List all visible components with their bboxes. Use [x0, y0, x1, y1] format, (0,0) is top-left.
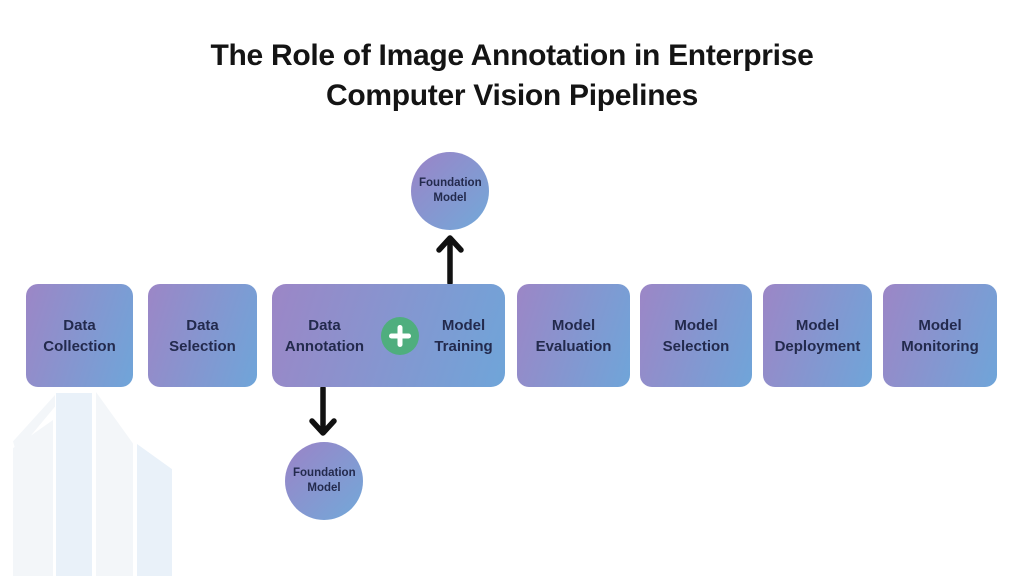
stage-label: Data Collection [43, 316, 116, 355]
stage-box-data-collection: Data Collection [26, 284, 133, 387]
stage-box-annotation-training: Data Annotation Model Training [272, 284, 505, 387]
plus-icon [380, 316, 419, 355]
stage-box-data-selection: Data Selection [148, 284, 257, 387]
stage-label-data-annotation: Data Annotation [284, 316, 365, 355]
foundation-model-label: Foundation Model [293, 467, 356, 494]
stage-label: Model Deployment [774, 316, 861, 355]
foundation-model-node-top: Foundation Model [411, 152, 489, 230]
arrow-up-icon [432, 233, 468, 292]
stage-box-model-evaluation: Model Evaluation [517, 284, 630, 387]
watermark-bar [56, 393, 92, 576]
stage-label: Data Selection [169, 316, 236, 355]
page-title-line2: Computer Vision Pipelines [325, 79, 699, 112]
stage-label: Model Selection [662, 316, 730, 355]
arrow-down-icon [305, 384, 341, 443]
stage-label: Model Evaluation [535, 316, 612, 355]
stage-label: Model Monitoring [901, 316, 979, 355]
watermark-bar [137, 444, 172, 576]
page-title-line1: The Role of Image Annotation in Enterpri… [210, 39, 814, 72]
stage-label-model-training: Model Training [434, 316, 493, 355]
page-title: The Role of Image Annotation in Enterpri… [0, 36, 1024, 116]
watermark-bar [96, 392, 133, 576]
stage-box-model-selection: Model Selection [640, 284, 752, 387]
stage-box-model-monitoring: Model Monitoring [883, 284, 997, 387]
foundation-model-node-bottom: Foundation Model [285, 442, 363, 520]
building-watermark [0, 380, 200, 576]
watermark-bar [13, 420, 53, 576]
stage-box-model-deployment: Model Deployment [763, 284, 872, 387]
foundation-model-label: Foundation Model [419, 177, 482, 204]
